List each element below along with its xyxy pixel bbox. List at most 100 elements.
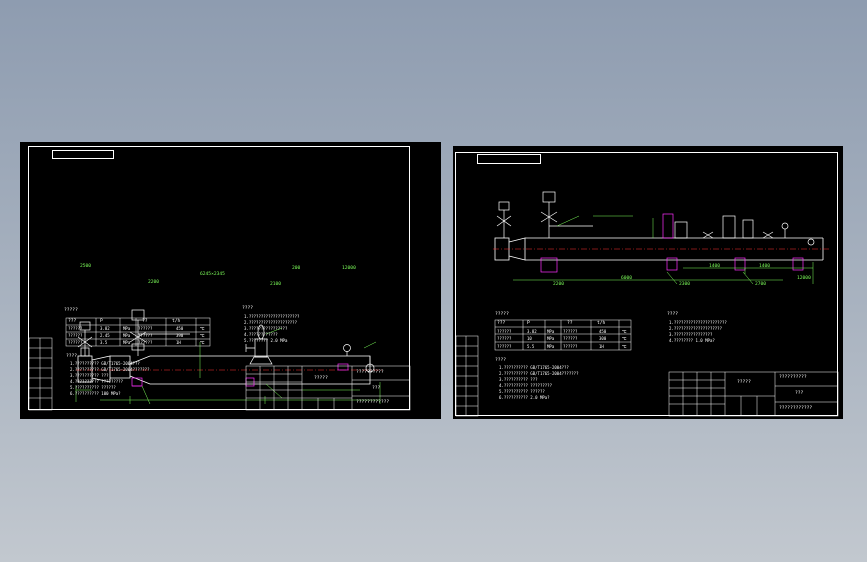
param-row2-unit: MPa: [123, 333, 131, 338]
tech-header: ????: [495, 358, 507, 363]
params-col-2: P: [100, 319, 103, 324]
dim-d3: 2700: [755, 282, 767, 287]
tech-header: ????: [66, 354, 78, 359]
tech-note-5: 5.?????????? ??????: [499, 389, 545, 394]
dim-span-total: 6245×2345: [200, 272, 225, 277]
title-block-title: ?????: [314, 376, 328, 381]
params-table-grid: [494, 319, 632, 351]
param-row1-val: 3.82: [527, 329, 537, 334]
control-valve-2: [129, 309, 190, 356]
drawing-sheet-left[interactable]: 2500 2200 6245×2345 200 2100 12000 ?????…: [20, 142, 441, 419]
tech-note-1: 1.?????????? GB/T1765-2004???: [499, 365, 569, 370]
dim-d2: 2100: [270, 282, 282, 287]
control-valve-1: [77, 321, 93, 357]
dim-inlet: 2500: [80, 264, 92, 269]
param-row2-unit2: ℃: [200, 333, 205, 338]
dim-span-end: 12000: [342, 266, 356, 271]
piping-diagram-right: [493, 191, 829, 285]
params-col-2: P: [527, 321, 530, 326]
param-row1-unit: MPa: [547, 329, 555, 334]
dim-d2: 2300: [679, 282, 691, 287]
note-5: 5.???????? 2.0 MPa: [244, 338, 288, 343]
param-row2-unit2: ℃: [622, 336, 627, 341]
params-col-1: ???: [497, 321, 506, 326]
control-valve-1: [496, 201, 512, 238]
note-1: 1.?????????????????????: [244, 314, 300, 319]
param-row3-name2: ??????: [563, 344, 578, 349]
tech-note-4: 4.?????????? ?????????: [499, 383, 552, 388]
param-row2-name: ??????: [497, 336, 512, 341]
tech-note-6: 6.?????????? 2.0 MPa?: [499, 395, 550, 400]
params-header: ?????: [64, 308, 78, 313]
tech-note-3: 3.?????????? ???: [499, 377, 538, 382]
sheet-label-box: [477, 154, 541, 164]
piping-diagram-left: [75, 309, 382, 405]
param-row1-unit: MPa: [123, 326, 131, 331]
note-4: 4.???????? 1.0 MPa?: [669, 338, 715, 343]
param-row3-val: 5.5: [527, 344, 535, 349]
param-row3-val: 3.5: [100, 340, 108, 345]
notes-header: ????: [242, 306, 254, 311]
params-col-4: t/h: [597, 321, 606, 326]
note-2: 2.????????????????????: [244, 320, 297, 325]
title-block-sub: ????????????: [356, 400, 390, 405]
param-row1-name2: ??????: [563, 329, 578, 334]
params-table-grid: [65, 317, 211, 347]
param-row1-val: 3.82: [100, 326, 110, 331]
note-2: 2.????????????????????: [669, 326, 722, 331]
title-block-grid: [245, 365, 411, 411]
drawing-border: [28, 146, 410, 410]
tech-note-2: 2.?????????? GB/T1765-2004???????: [70, 367, 150, 372]
dim-d1: 2200: [148, 280, 160, 285]
param-row2-val: 2.45: [100, 333, 110, 338]
param-row1-val2: 450: [599, 329, 607, 334]
param-row2-val: 10: [527, 336, 532, 341]
param-row1-val2: 450: [176, 326, 184, 331]
param-row3-name2: ??????: [138, 340, 153, 345]
title-block-drawing-no: ???: [372, 386, 381, 391]
tech-note-6: 6.?????????? 100 MPa?: [70, 391, 121, 396]
params-col-3: ??: [567, 321, 573, 326]
param-row1-name: ??????: [68, 326, 83, 331]
note-4: 4.????????????: [244, 332, 278, 337]
drawing-sheet-right[interactable]: 2200 6000 1400 1400 12000 2300 2700 ????…: [453, 146, 843, 419]
title-block-company: ??????????: [779, 375, 807, 380]
pipe-supports: [131, 363, 349, 387]
tech-note-4: 4.?????????? ?????????: [70, 379, 123, 384]
title-block-title: ?????: [737, 380, 751, 385]
dim-span-total: 6000: [621, 276, 633, 281]
dimension-lines: [75, 327, 381, 405]
param-row3-unit: MPa: [123, 340, 131, 345]
tech-note-3: 3.?????????? ???: [70, 373, 109, 378]
tech-note-2: 2.?????????? GB/T1765-2004???????: [499, 371, 579, 376]
param-row3-unit2: ℃: [622, 344, 627, 349]
valve-group: [674, 215, 815, 246]
param-row3-val2: 1H: [176, 340, 181, 345]
dim-d1: 2200: [553, 282, 565, 287]
revision-strip: [455, 335, 479, 417]
title-block-drawing-no: ???: [795, 391, 804, 396]
drawing-border: [455, 152, 838, 416]
param-row1-unit2: ℃: [200, 326, 205, 331]
pipe-supports: [540, 213, 804, 273]
param-row3-unit: MPa: [547, 344, 555, 349]
params-col-4: t/h: [172, 319, 181, 324]
dim-span-b: 1400: [759, 264, 771, 269]
title-block-grid: [668, 371, 839, 417]
sheet-label-box: [52, 150, 114, 159]
dim-span-end: 12000: [797, 276, 811, 281]
params-col-1: ???: [68, 319, 77, 324]
param-row1-unit2: ℃: [622, 329, 627, 334]
dim-span-mid: 200: [292, 266, 301, 271]
dimension-lines: [513, 215, 814, 285]
param-row1-name: ??????: [497, 329, 512, 334]
param-row3-unit2: ℃: [200, 340, 205, 345]
title-block-sub: ????????????: [779, 406, 813, 411]
param-row3-name: ??????: [68, 340, 83, 345]
param-row1-name2: ??????: [138, 326, 153, 331]
control-valve-2: [540, 191, 593, 238]
params-header: ?????: [495, 312, 509, 317]
param-row3-name: ??????: [497, 344, 512, 349]
param-row2-val2: 390: [176, 333, 184, 338]
title-block-company: ??????????: [356, 370, 384, 375]
